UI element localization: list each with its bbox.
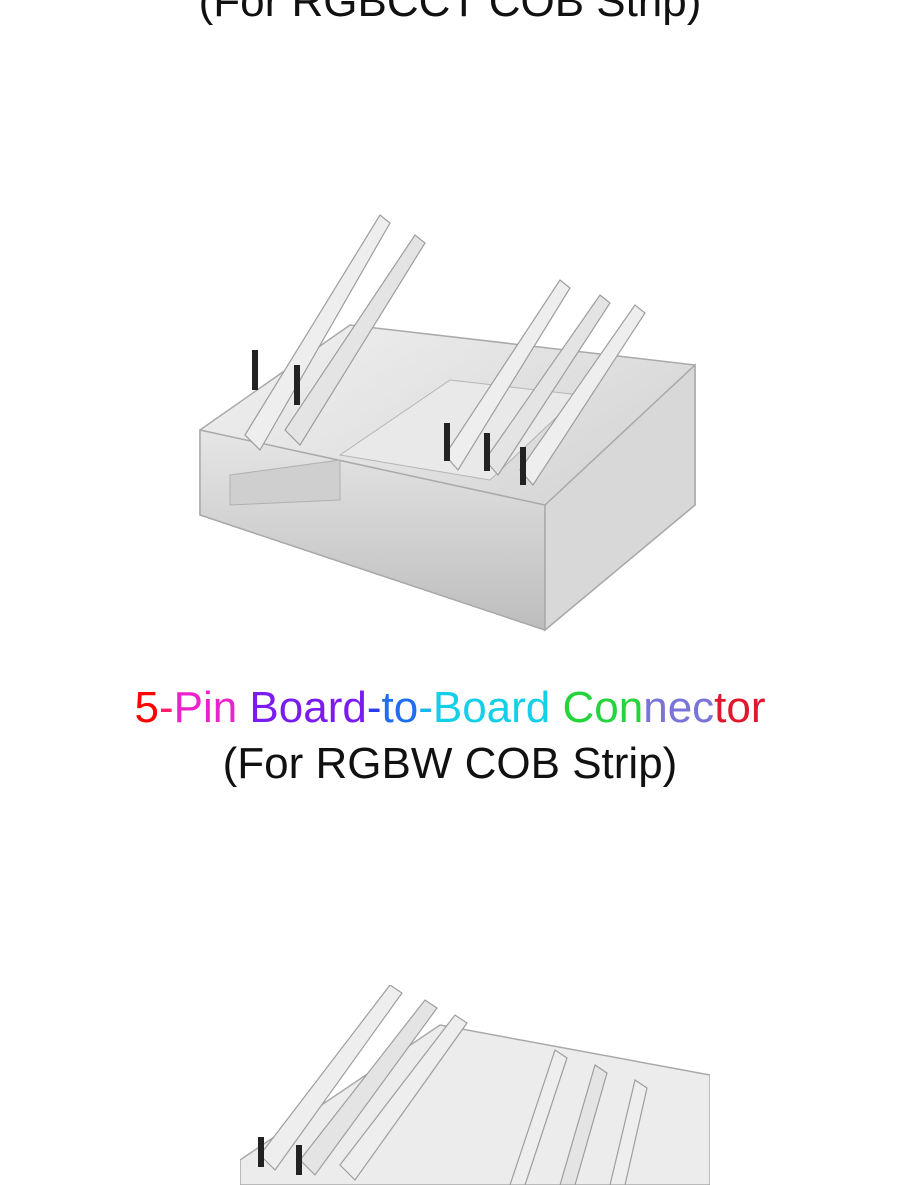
title-part: nec	[643, 683, 715, 732]
product-title: 5-Pin Board-to-Board Connector	[0, 682, 900, 734]
title-part: Board	[249, 683, 367, 732]
title-part: 5	[134, 683, 159, 732]
product-subtitle: (For RGBW COB Strip)	[222, 739, 678, 788]
title-part: Board	[432, 683, 563, 732]
connector-image	[199, 214, 696, 632]
title-part: -	[418, 683, 433, 732]
title-block: 5-Pin Board-to-Board Connector (For RGBW…	[0, 682, 900, 790]
connector-image-partial	[240, 985, 710, 1185]
title-part: -	[158, 683, 174, 732]
title-part: Con	[562, 683, 644, 732]
top-caption: (For RGBCCT COB Strip)	[198, 0, 702, 26]
title-part: -	[366, 683, 382, 732]
title-part: to	[381, 683, 419, 732]
title-part: tor	[714, 683, 766, 732]
title-part: Pin	[173, 683, 250, 732]
